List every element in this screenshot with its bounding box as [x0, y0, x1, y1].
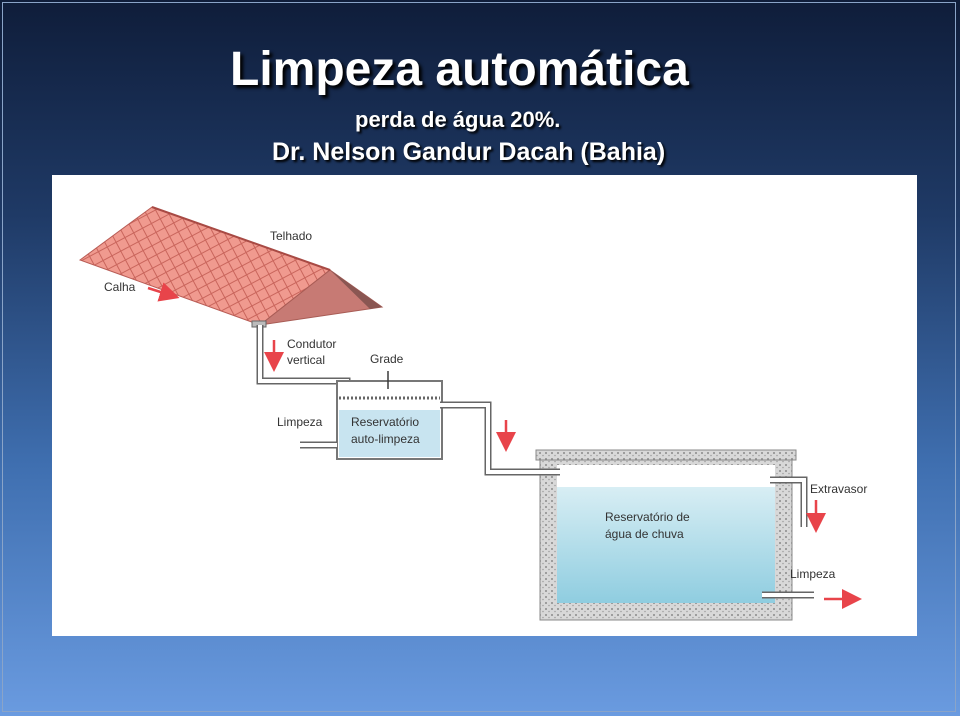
label-reservatorio-chuva-1: Reservatório de [605, 510, 690, 524]
connecting-pipe [440, 401, 557, 476]
label-reservatorio-auto-1: Reservatório [351, 415, 419, 429]
label-reservatorio-auto-2: auto-limpeza [351, 432, 420, 446]
label-grade: Grade [370, 352, 404, 366]
diagram-panel: Telhado Calha Condutor vertical Grade Li… [52, 175, 917, 636]
roof [78, 206, 384, 326]
slide-subtitle: perda de água 20%. [355, 107, 561, 132]
label-condutor-1: Condutor [287, 337, 336, 351]
label-condutor-2: vertical [287, 353, 325, 367]
rainwater-diagram: Telhado Calha Condutor vertical Grade Li… [78, 206, 867, 621]
flow-arrows [147, 282, 862, 609]
label-reservatorio-chuva-2: água de chuva [605, 527, 684, 541]
label-limpeza-left: Limpeza [277, 415, 323, 429]
slide-author: Dr. Nelson Gandur Dacah (Bahia) [272, 138, 666, 166]
label-telhado: Telhado [270, 229, 312, 243]
label-limpeza-right: Limpeza [790, 567, 836, 581]
slide-title: Limpeza automática [230, 43, 689, 96]
label-calha: Calha [104, 280, 136, 294]
label-extravasor: Extravasor [810, 482, 867, 496]
rainwater-cistern [535, 449, 797, 621]
first-flush-reservoir [336, 380, 443, 460]
